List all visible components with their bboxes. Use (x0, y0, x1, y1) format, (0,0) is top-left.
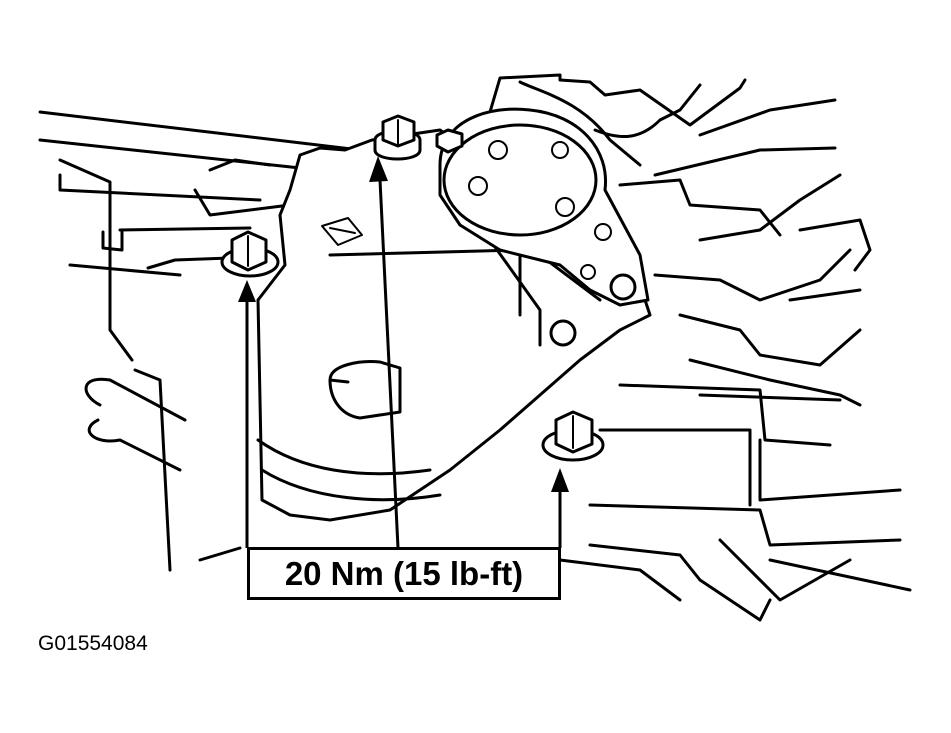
arrow-to-left-bolt (238, 280, 256, 548)
arrow-to-right-bolt (551, 468, 569, 548)
bolt-top (373, 114, 422, 161)
round-cover (435, 107, 650, 347)
callout-arrows (238, 156, 569, 549)
engine-block-outline (38, 110, 362, 572)
figure-code: G01554084 (38, 632, 148, 655)
bolt-left (220, 230, 280, 278)
bolt-right (541, 410, 605, 462)
torque-spec-label: 20 Nm (15 lb-ft) (247, 547, 561, 600)
arrow-to-top-bolt (369, 156, 400, 549)
frame-structure (488, 73, 912, 622)
